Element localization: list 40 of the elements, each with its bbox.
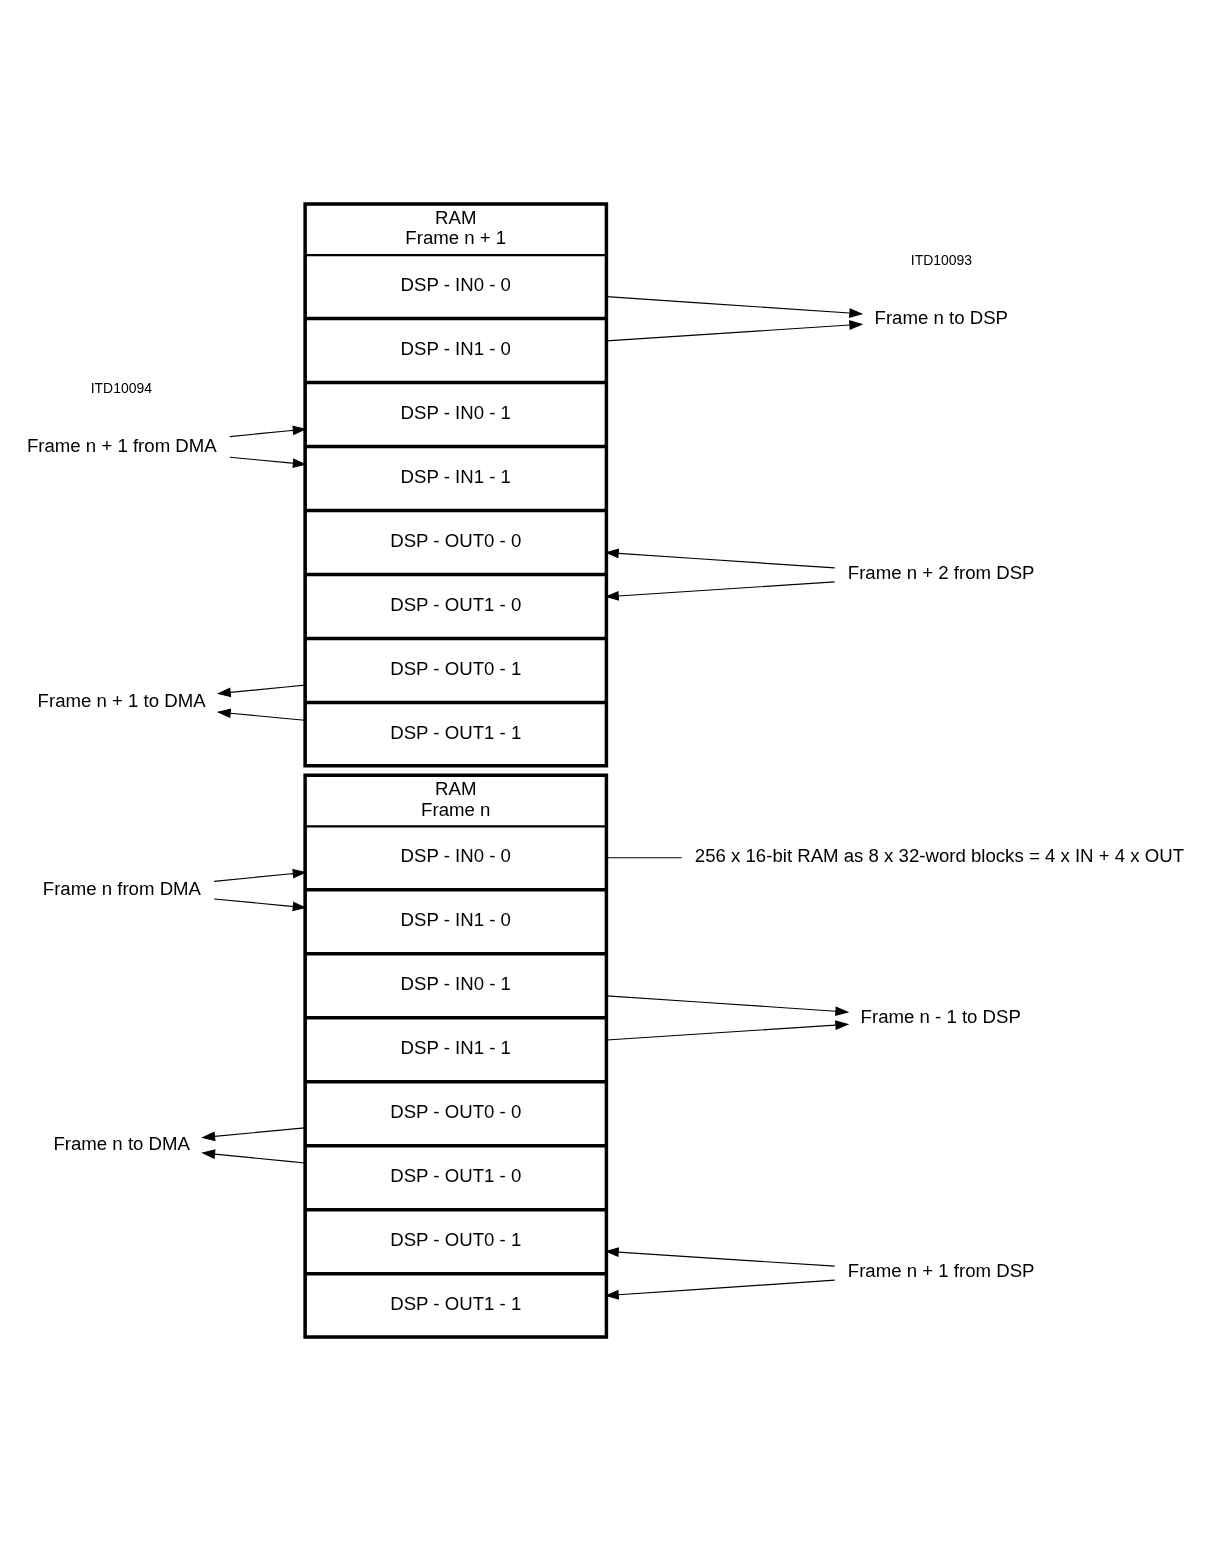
node-text: Frame n to DMA [53,1132,190,1154]
arrow [201,1127,306,1142]
arrow [605,296,864,318]
node-box: DSP - IN1 - 0 [303,889,608,955]
label: ITD10093 [910,251,973,268]
node-box: DSP - IN1 - 0 [303,317,608,384]
arrow [605,995,850,1017]
node-box: DSP - IN0 - 0 [303,254,608,320]
node-text: Frame n + 1 from DMA [26,434,217,456]
node-box: DSP - IN0 - 1 [303,381,608,448]
label: ITD10094 [90,379,152,396]
node-text: Frame n from DMA [42,877,201,899]
node-text: Frame n + 2 from DSP [847,562,1035,584]
arrow [213,898,307,912]
arrow [213,868,307,882]
connector [605,857,683,859]
node-box: DSP - OUT1 - 1 [303,701,608,767]
node-text: Frame n + 1 from DSP [847,1260,1035,1282]
node-box: DSP - IN1 - 1 [303,1017,608,1083]
node-box: DSP - OUT1 - 0 [303,1145,608,1211]
arrow [605,1020,850,1041]
arrow [216,708,306,721]
node-box: DSP - IN0 - 1 [303,953,608,1019]
node-box: DSP - OUT0 - 1 [303,637,608,704]
node-box: DSP - OUT1 - 0 [303,573,608,640]
arrow [229,425,307,438]
node-text: Frame n - 1 to DSP [860,1005,1021,1027]
arrow [229,456,307,469]
node-text: Frame n + 1 to DMA [37,690,206,712]
node-box: DSP - OUT0 - 0 [303,1081,608,1147]
arrow [605,320,864,342]
node-box: DSP - OUT0 - 0 [303,509,608,576]
node-text: 256 x 16-bit RAM as 8 x 32-word blocks = 4 x IN + 4 x OUT [694,845,1185,867]
arrow [201,1149,306,1164]
arrow [216,684,306,698]
node-box: DSP - OUT0 - 1 [303,1209,608,1275]
node-box: DSP - OUT1 - 1 [303,1273,608,1339]
node-box: DSP - IN1 - 1 [303,445,608,512]
node-text: Frame n to DSP [874,306,1008,328]
node-box: DSP - IN0 - 0 [303,825,608,891]
